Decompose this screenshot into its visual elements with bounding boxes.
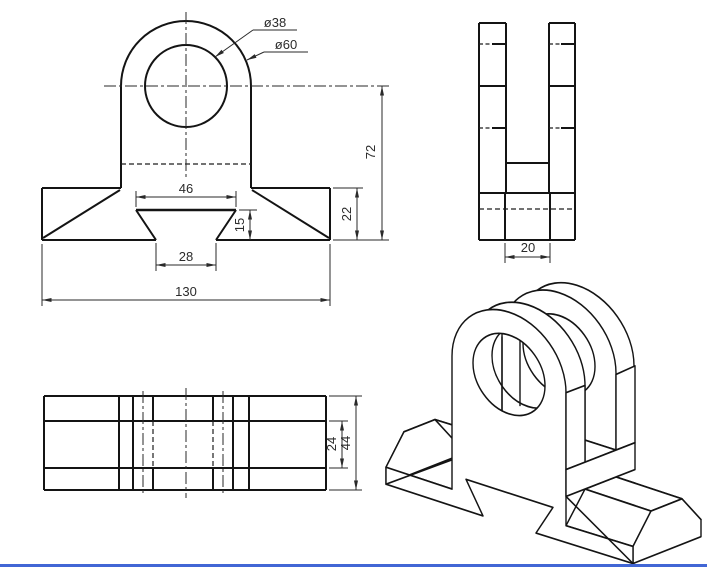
edge-line [215, 209, 237, 241]
edge-line [565, 495, 634, 565]
dimension-arrow [354, 480, 358, 490]
dimension-arrow [136, 195, 146, 199]
front-lug-right-face [565, 384, 586, 471]
dimension-arrow [248, 210, 252, 220]
dimension-text: 44 [338, 436, 353, 450]
dimension-arrow [247, 54, 257, 60]
isometric-view [385, 281, 702, 565]
dimension-text: ø60 [275, 37, 297, 52]
dimension-arrow [355, 230, 359, 240]
dimension-arrow [226, 195, 236, 199]
dimension-arrow [156, 263, 166, 267]
edge-line [135, 209, 157, 241]
front-view: 46 28 130 15 22 72 ø38 ø60 [41, 12, 389, 306]
dimension-arrow [206, 263, 216, 267]
stem-right-face [565, 441, 636, 498]
dimension-arrow [540, 255, 550, 259]
rear-lug-right-face [615, 365, 636, 451]
front-face-with-dovetail-notch [385, 308, 634, 565]
dimension-arrow [380, 230, 384, 240]
dimension-text: 24 [324, 437, 339, 451]
dimension-arrow [340, 421, 344, 431]
edge-line [251, 189, 330, 239]
dimension-arrow [340, 458, 344, 468]
dimension-text: ø38 [264, 15, 286, 30]
edge-line [385, 459, 453, 486]
dimension-arrow [320, 298, 330, 302]
dimension-text: 72 [363, 145, 378, 159]
dimension-text: 130 [175, 284, 197, 299]
dimension-arrow [248, 230, 252, 240]
dimension-arrow [354, 396, 358, 406]
dimension-arrow [505, 255, 515, 259]
dimension-text: 22 [339, 207, 354, 221]
dimension-arrow [355, 188, 359, 198]
front-lug-hole [472, 332, 546, 417]
dimension-text: 46 [179, 181, 193, 196]
edge-line [42, 189, 121, 239]
dimension-text: 28 [179, 249, 193, 264]
dimension-text: 20 [521, 240, 535, 255]
dimension-arrow [380, 86, 384, 96]
dimension-arrow [215, 49, 224, 57]
dimension-arrow [42, 298, 52, 302]
window-bottom-edge [0, 564, 707, 567]
dimension-text: 15 [232, 218, 247, 232]
side-view: 20 [478, 22, 576, 263]
